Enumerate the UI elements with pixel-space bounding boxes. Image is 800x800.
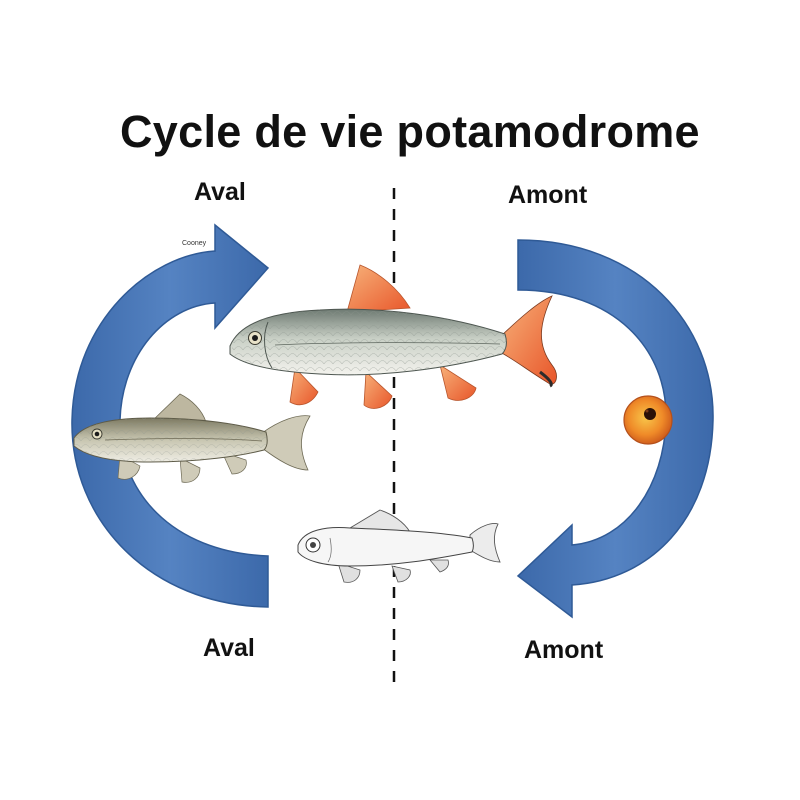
egg-icon (623, 395, 673, 445)
juvenile-fish-icon (73, 393, 311, 483)
left-cycle-arrow (71, 223, 270, 608)
right-cycle-arrow (516, 239, 714, 619)
label-amont-top: Amont (508, 181, 588, 209)
larva-fish-icon (297, 509, 501, 583)
adult-fish-icon (229, 264, 557, 409)
cycle-arrow-icon (71, 223, 270, 608)
label-aval-bottom: Aval (203, 634, 255, 662)
label-aval-top: Aval (194, 178, 246, 206)
cycle-arrow-icon (516, 239, 714, 619)
label-amont-bottom: Amont (524, 636, 604, 664)
page-title: Cycle de vie potamodrome (120, 106, 700, 157)
image-credit: Cooney (182, 240, 207, 247)
